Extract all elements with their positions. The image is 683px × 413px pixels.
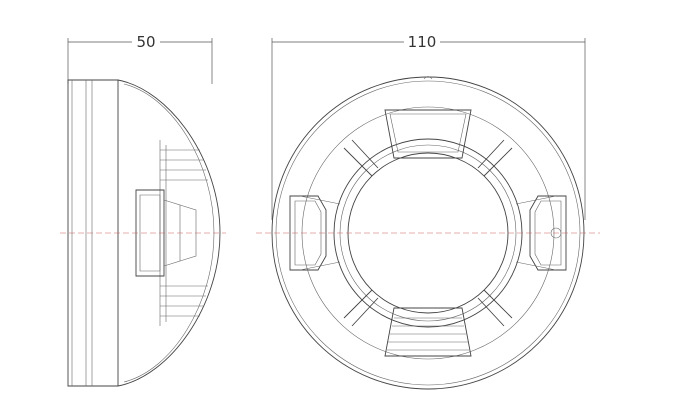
side-dimension: 50	[67, 33, 213, 84]
front-view: 110	[256, 33, 600, 390]
front-dimension: 110	[271, 33, 586, 220]
side-view: 50	[60, 33, 226, 387]
side-dimension-label: 50	[136, 33, 155, 51]
front-dimension-label: 110	[408, 33, 437, 51]
